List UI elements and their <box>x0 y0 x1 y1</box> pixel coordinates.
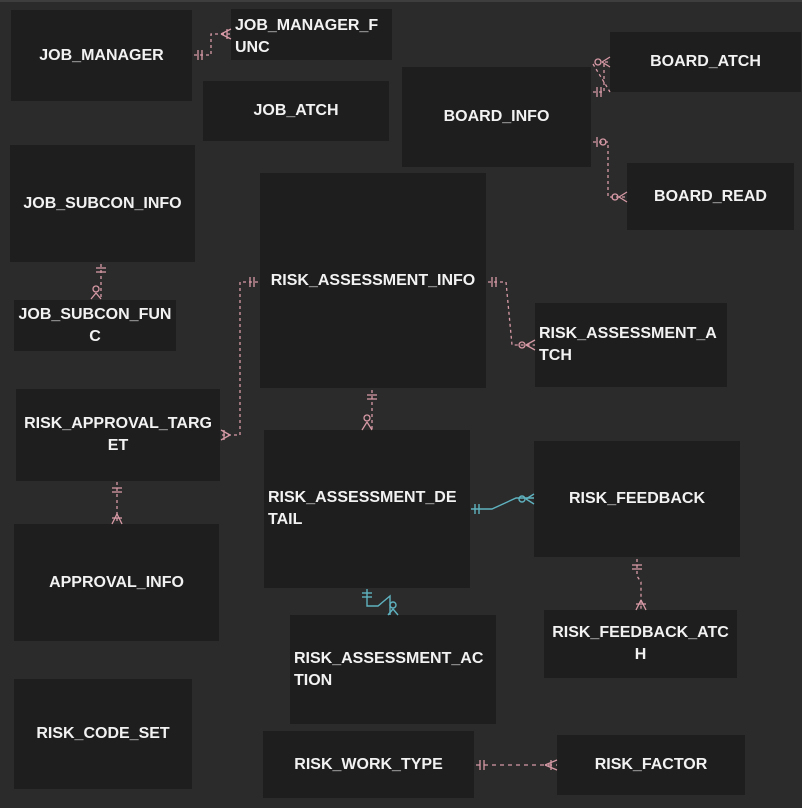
entity-risk-assessment-atch[interactable]: RISK_ASSESSMENT_ATCH <box>535 303 727 387</box>
entity-board-info[interactable]: BOARD_INFO <box>402 67 591 167</box>
entity-risk-feedback[interactable]: RISK_FEEDBACK <box>534 441 740 557</box>
entity-label: APPROVAL_INFO <box>49 573 184 591</box>
entity-board-read[interactable]: BOARD_READ <box>627 163 794 230</box>
entity-risk-work-type[interactable]: RISK_WORK_TYPE <box>263 731 474 798</box>
entity-job-atch[interactable]: JOB_ATCH <box>203 81 389 141</box>
entity-label: RISK_FEEDBACK_ATCH <box>552 624 729 663</box>
entity-label: RISK_ASSESSMENT_ACTION <box>294 649 484 689</box>
entity-label: RISK_ASSESSMENT_INFO <box>270 271 476 289</box>
relation-risk-feedback <box>471 493 535 514</box>
relation-risk-assessment-detail <box>361 390 377 431</box>
entity-label: JOB_MANAGER_FUNC <box>235 17 379 56</box>
entity-approval-info[interactable]: APPROVAL_INFO <box>14 524 219 641</box>
entity-label: RISK_WORK_TYPE <box>294 755 443 773</box>
entity-job-manager-func[interactable]: JOB_MANAGER_FUNC <box>231 9 392 60</box>
entity-label: RISK_FEEDBACK <box>568 490 705 507</box>
entity-label: JOB_MANAGER <box>39 46 164 64</box>
entity-risk-assessment-detail[interactable]: RISK_ASSESSMENT_DETAIL <box>264 430 470 588</box>
entity-label: RISK_ASSESSMENT_DETAIL <box>268 489 457 528</box>
relation-risk-feedback-atch <box>632 559 647 611</box>
relation-risk-approval-target <box>220 277 258 441</box>
entity-risk-assessment-action[interactable]: RISK_ASSESSMENT_ACTION <box>290 615 496 724</box>
relation-board-read <box>593 137 628 203</box>
relation-risk-factor <box>476 759 558 771</box>
relation-risk-assessment-action <box>362 589 399 616</box>
entity-job-subcon-func[interactable]: JOB_SUBCON_FUNC <box>14 300 176 351</box>
entity-label: JOB_SUBCON_FUNC <box>18 305 172 345</box>
entity-risk-assessment-info[interactable]: RISK_ASSESSMENT_INFO <box>260 173 486 388</box>
entity-label: RISK_CODE_SET <box>36 725 170 742</box>
relation-approval-info <box>111 482 123 525</box>
entity-label: RISK_APPROVAL_TARGET <box>24 415 212 454</box>
relation-risk-assessment-atch <box>488 277 536 351</box>
entity-label: JOB_SUBCON_INFO <box>23 194 182 212</box>
relation-board-atch <box>592 56 611 97</box>
entity-label: RISK_ASSESSMENT_ATCH <box>539 325 717 364</box>
relation-job-subcon-func <box>90 264 106 300</box>
entity-risk-feedback-atch[interactable]: RISK_FEEDBACK_ATCH <box>544 610 737 678</box>
entity-label: RISK_FACTOR <box>594 756 708 773</box>
entity-risk-factor[interactable]: RISK_FACTOR <box>557 735 745 795</box>
entity-label: BOARD_INFO <box>443 108 550 125</box>
entity-label: JOB_ATCH <box>253 102 339 119</box>
entity-job-manager[interactable]: JOB_MANAGER <box>11 10 192 101</box>
relation-job-manager-func <box>194 28 232 60</box>
entity-job-subcon-info[interactable]: JOB_SUBCON_INFO <box>10 145 195 262</box>
entity-label: BOARD_READ <box>654 187 767 205</box>
entity-risk-code-set[interactable]: RISK_CODE_SET <box>14 679 192 789</box>
entity-board-atch[interactable]: BOARD_ATCH <box>610 32 801 92</box>
entity-label: BOARD_ATCH <box>650 53 761 70</box>
entity-risk-approval-target[interactable]: RISK_APPROVAL_TARGET <box>16 389 220 481</box>
